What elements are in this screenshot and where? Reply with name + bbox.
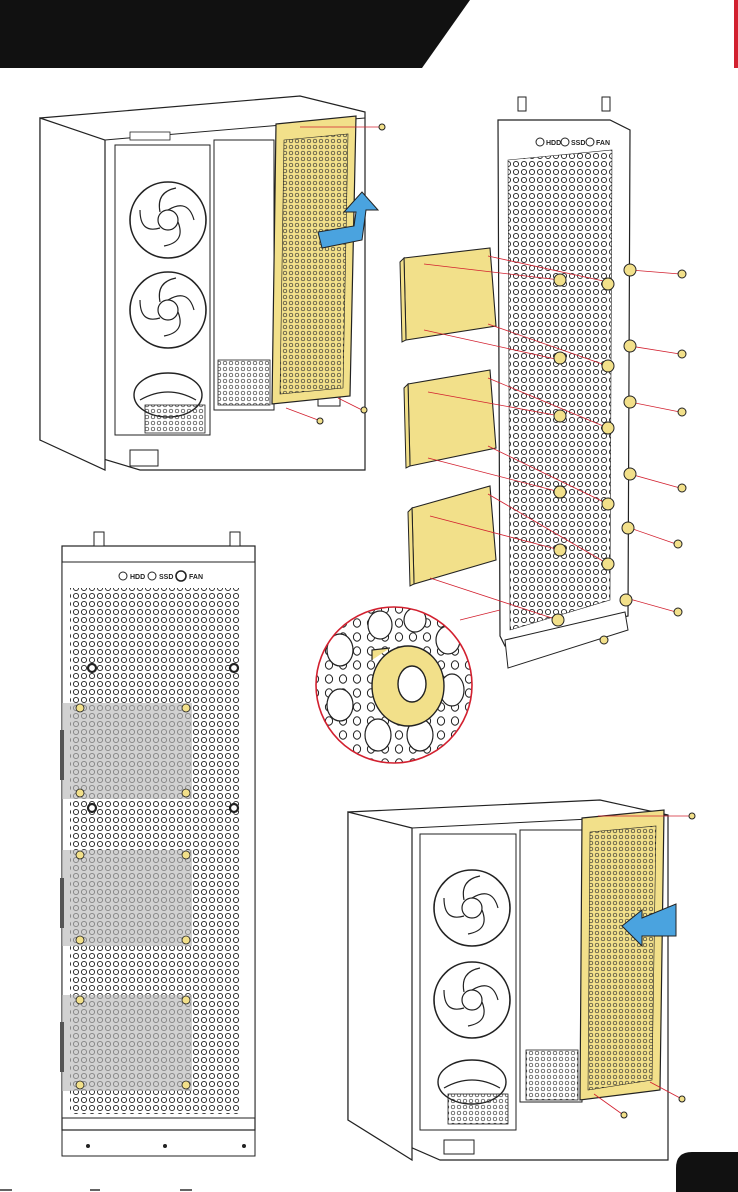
ssd-drive bbox=[400, 248, 496, 342]
panel-layout-reference-figure: HDD SSD FAN bbox=[60, 532, 255, 1156]
page-number-tab bbox=[676, 1152, 738, 1192]
fan-icon bbox=[130, 182, 206, 258]
fan-label: FAN bbox=[189, 574, 203, 581]
ssd-zone bbox=[62, 995, 192, 1091]
ssd-zone bbox=[62, 703, 192, 799]
hdd-label: HDD bbox=[546, 140, 561, 147]
ssd-label: SSD bbox=[159, 574, 173, 581]
ssd-drive bbox=[404, 370, 496, 468]
fan-icon bbox=[434, 870, 510, 946]
hdd-label: HDD bbox=[130, 574, 145, 581]
ssd-drive bbox=[408, 486, 496, 586]
ssd-zone bbox=[62, 850, 192, 946]
fan-label: FAN bbox=[596, 140, 610, 147]
ssd-label: SSD bbox=[571, 140, 585, 147]
case-panel-reinstall-figure bbox=[348, 800, 695, 1160]
grommet-magnifier bbox=[310, 600, 500, 770]
panel-label-row: HDD SSD FAN bbox=[536, 138, 610, 147]
fan-icon bbox=[434, 962, 510, 1038]
case-panel-removal-figure bbox=[40, 96, 385, 470]
ssd-mounting-exploded-figure: HDD SSD FAN bbox=[400, 97, 686, 668]
fan-icon bbox=[130, 272, 206, 348]
